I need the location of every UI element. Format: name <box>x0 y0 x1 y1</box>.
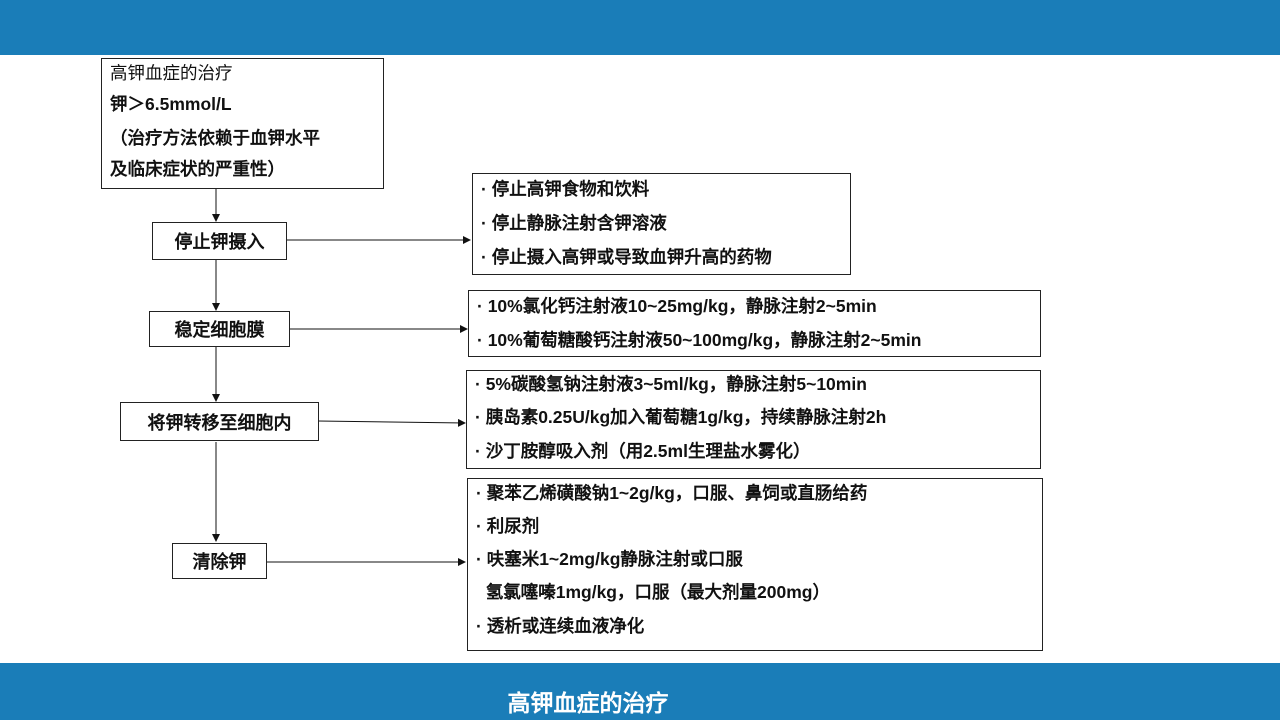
footer-bar <box>0 663 1280 720</box>
step-stabilize-membrane: 稳定细胞膜 <box>149 311 290 347</box>
step-label: 将钾转移至细胞内 <box>147 412 292 433</box>
step-stabilize-membrane-items: · 10%氯化钙注射液10~25mg/kg，静脉注射2~5min · 10%葡萄… <box>468 290 1041 357</box>
intro-line: （治疗方法依赖于血钾水平 <box>110 128 320 148</box>
step-shift-potassium: 将钾转移至细胞内 <box>120 402 319 441</box>
step-label: 停止钾摄入 <box>174 232 265 252</box>
intro-line: 高钾血症的治疗 <box>110 63 233 83</box>
list-item: 氢氯噻嗪1mg/kg，口服（最大剂量200mg） <box>476 582 830 602</box>
list-item: · 5%碳酸氢钠注射液3~5ml/kg，静脉注射5~10min <box>475 374 867 394</box>
slide-title: 高钾血症的治疗 <box>507 690 669 716</box>
intro-line: 及临床症状的严重性） <box>110 159 285 179</box>
list-item: · 胰岛素0.25U/kg加入葡萄糖1g/kg，持续静脉注射2h <box>475 407 887 427</box>
arrow-step3-to-items <box>317 418 466 427</box>
list-item: · 10%葡萄糖酸钙注射液50~100mg/kg，静脉注射2~5min <box>477 330 922 350</box>
step-stop-intake-items: · 停止高钾食物和饮料 · 停止静脉注射含钾溶液 · 停止摄入高钾或导致血钾升高… <box>472 173 851 275</box>
list-item: · 10%氯化钙注射液10~25mg/kg，静脉注射2~5min <box>477 296 877 316</box>
list-item: · 利尿剂 <box>476 516 540 536</box>
step-stop-intake: 停止钾摄入 <box>152 222 287 260</box>
step-remove-potassium: 清除钾 <box>172 543 267 579</box>
intro-line: 钾＞6.5mmol/L <box>110 94 232 114</box>
list-item: · 停止摄入高钾或导致血钾升高的药物 <box>481 247 772 267</box>
intro-box: 高钾血症的治疗 钾＞6.5mmol/L （治疗方法依赖于血钾水平 及临床症状的严… <box>101 58 384 189</box>
step-shift-potassium-items: · 5%碳酸氢钠注射液3~5ml/kg，静脉注射5~10min · 胰岛素0.2… <box>466 370 1041 469</box>
step-remove-potassium-items: · 聚苯乙烯磺酸钠1~2g/kg，口服、鼻饲或直肠给药 · 利尿剂 · 呋塞米1… <box>467 478 1043 651</box>
step-label: 稳定细胞膜 <box>174 320 265 340</box>
list-item: · 聚苯乙烯磺酸钠1~2g/kg，口服、鼻饲或直肠给药 <box>476 483 868 503</box>
list-item: · 停止静脉注射含钾溶液 <box>481 213 667 233</box>
header-bar <box>0 0 1280 55</box>
list-item: · 透析或连续血液净化 <box>476 616 645 636</box>
list-item: · 呋塞米1~2mg/kg静脉注射或口服 <box>476 549 743 569</box>
list-item: · 停止高钾食物和饮料 <box>481 179 650 199</box>
list-item: · 沙丁胺醇吸入剂（用2.5ml生理盐水雾化） <box>475 441 811 461</box>
step-label: 清除钾 <box>192 552 247 572</box>
